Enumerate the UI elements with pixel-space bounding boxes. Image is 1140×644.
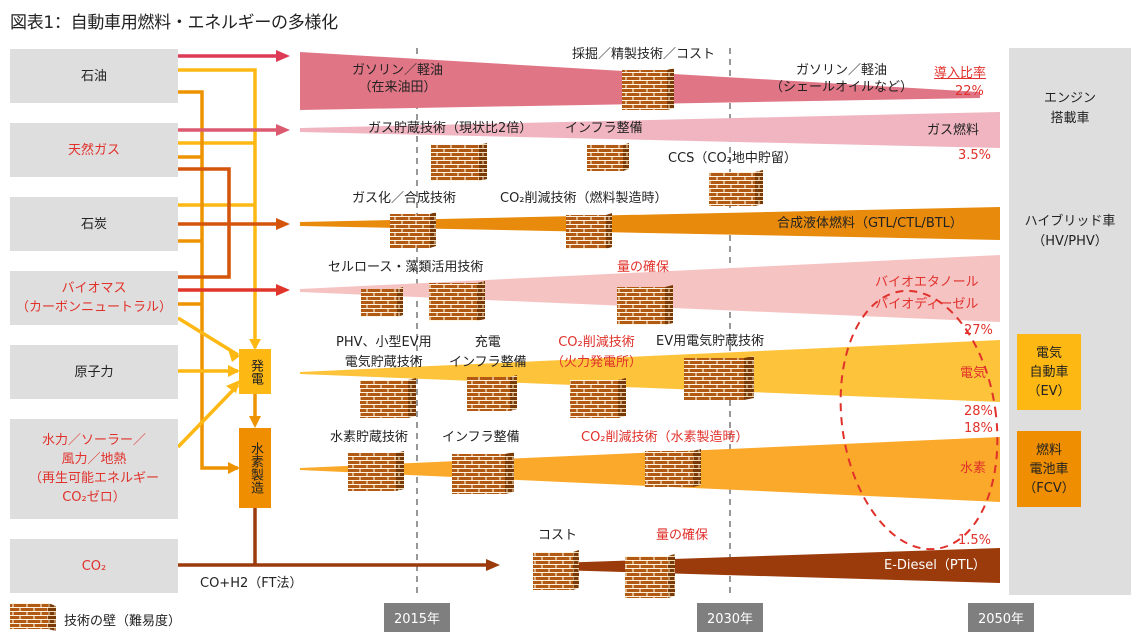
barrier-label-gas-infra: インフラ整備 bbox=[565, 121, 643, 136]
fuel-label-gasoline-conventional: ガソリン／軽油 （在来油田） bbox=[352, 63, 444, 95]
share-electric: 28% bbox=[964, 404, 993, 419]
process-hydrogen-production: 水素製造 bbox=[239, 428, 271, 508]
barrier-label-h2-infra: インフラ整備 bbox=[442, 430, 520, 445]
arrow-head bbox=[226, 380, 240, 393]
barrier-label-mining: 採掘／精製技術／コスト bbox=[572, 47, 716, 62]
arrow-head bbox=[276, 50, 290, 62]
share-petroleum: 22% bbox=[955, 84, 984, 99]
barrier-label-gas-storage: ガス貯蔵技術（現状比2倍） bbox=[368, 121, 533, 136]
legend-label: 技術の壁（難易度） bbox=[64, 614, 182, 629]
brick-wall-icon bbox=[467, 375, 517, 411]
brick-wall-icon bbox=[429, 281, 485, 321]
barrier-label-cost: コスト bbox=[538, 528, 578, 543]
share-bio: 27% bbox=[964, 323, 993, 338]
barrier-label-phv-storage: PHV、小型EV用 電気貯蔵技術 bbox=[336, 335, 432, 370]
arrow-head bbox=[276, 218, 290, 230]
brick-wall-icon bbox=[622, 68, 674, 110]
band-synthetic bbox=[300, 207, 1000, 240]
barrier-label-cellulose: セルロース・藻類活用技術 bbox=[328, 260, 484, 275]
page-title: 図表1：自動車用燃料・エネルギーの多様化 bbox=[10, 13, 338, 33]
vehicle-hybrid: ハイブリッド車 （HV/PHV） bbox=[1024, 214, 1116, 249]
fuel-label-synthetic: 合成液体燃料（GTL/CTL/BTL） bbox=[777, 216, 963, 231]
arrow-head bbox=[228, 349, 240, 362]
share-header: 導入比率 bbox=[934, 66, 987, 81]
brick-wall-icon bbox=[10, 603, 56, 631]
barrier-label-ev-storage: EV用電気貯蔵技術 bbox=[656, 334, 765, 349]
arrow-head bbox=[249, 416, 261, 428]
vehicle-ev: 電気 自動車 （EV） bbox=[1017, 334, 1081, 410]
source-nuclear: 原子力 bbox=[10, 345, 178, 399]
arrow-head bbox=[276, 124, 290, 136]
barrier-label-co2-fuel: CO₂削減技術（燃料製造時） bbox=[500, 191, 668, 206]
source-natural-gas: 天然ガス bbox=[10, 123, 178, 177]
brick-wall-icon bbox=[645, 449, 701, 487]
brick-wall-icon bbox=[361, 287, 403, 317]
brick-wall-icon bbox=[566, 213, 612, 249]
barrier-label-ccs: CCS（CO₂地中貯留） bbox=[668, 151, 797, 166]
band-ediesel bbox=[555, 548, 1000, 583]
highlight-oval bbox=[839, 289, 999, 551]
fuel-label-gas: ガス燃料 bbox=[927, 123, 980, 138]
brick-wall-icon bbox=[360, 378, 416, 418]
arrow-head bbox=[276, 284, 290, 296]
process-power-generation: 発電 bbox=[239, 349, 271, 394]
source-renewable: 水力／ソーラー／ 風力／地熱 （再生可能エネルギー CO₂ゼロ） bbox=[10, 419, 178, 519]
share-hydrogen: 18% bbox=[964, 421, 993, 436]
ft-process-label: CO+H2（FT法） bbox=[200, 576, 303, 591]
barrier-label-gasification: ガス化／合成技術 bbox=[352, 191, 457, 206]
source-coal: 石炭 bbox=[10, 197, 178, 251]
fuel-label-electric: 電気 bbox=[960, 366, 987, 381]
band-gas-fuel bbox=[300, 112, 1000, 148]
year-2030: 2030年 bbox=[697, 603, 763, 632]
barrier-label-co2-power: CO₂削減技術 （火力発電所） bbox=[551, 335, 643, 370]
source-oil: 石油 bbox=[10, 49, 178, 103]
year-2050: 2050年 bbox=[968, 603, 1034, 632]
brick-wall-icon bbox=[587, 143, 629, 171]
share-ediesel: 1.5% bbox=[958, 533, 992, 548]
vehicle-fcv: 燃料 電池車 （FCV） bbox=[1017, 431, 1081, 507]
source-co2: CO₂ bbox=[10, 539, 178, 593]
brick-wall-icon bbox=[390, 212, 436, 248]
connector-yellow bbox=[176, 383, 240, 449]
barrier-label-charging: 充電 インフラ整備 bbox=[449, 335, 527, 370]
fuel-label-gasoline-shale: ガソリン／軽油 （シェールオイルなど） bbox=[770, 63, 914, 95]
brick-wall-icon bbox=[617, 285, 673, 325]
brick-wall-icon bbox=[709, 170, 763, 206]
source-biomass: バイオマス （カーボンニュートラル） bbox=[10, 271, 178, 325]
vehicle-engine: エンジン 搭載車 bbox=[1043, 91, 1096, 126]
barrier-label-bio-quantity: 量の確保 bbox=[617, 260, 670, 275]
brick-wall-icon bbox=[570, 378, 626, 418]
fuel-label-bio: バイオエタノール バイオディーゼル bbox=[875, 275, 979, 312]
brick-wall-icon bbox=[533, 550, 579, 590]
fuel-label-hydrogen: 水素 bbox=[960, 461, 987, 476]
connector-yellow bbox=[178, 68, 257, 348]
fuel-label-ediesel: E-Diesel（PTL） bbox=[884, 558, 986, 573]
share-gas: 3.5% bbox=[958, 148, 992, 163]
brick-wall-icon bbox=[625, 554, 675, 598]
connector-orange bbox=[178, 90, 238, 470]
barrier-label-ediesel-quantity: 量の確保 bbox=[656, 528, 709, 543]
brick-wall-icon bbox=[684, 356, 754, 400]
arrow-head bbox=[249, 339, 261, 350]
band-electric bbox=[300, 340, 1000, 402]
brick-wall-icon bbox=[452, 452, 514, 494]
year-2015: 2015年 bbox=[384, 603, 450, 632]
brick-wall-icon bbox=[348, 451, 404, 491]
connector-yellow bbox=[177, 316, 239, 357]
arrow-head bbox=[228, 462, 240, 474]
arrow-head bbox=[228, 365, 240, 377]
brick-wall-icon bbox=[431, 143, 487, 181]
arrow-head bbox=[486, 559, 500, 571]
barrier-label-co2-h2: CO₂削減技術（水素製造時） bbox=[581, 430, 749, 445]
barrier-label-h2-storage: 水素貯蔵技術 bbox=[330, 430, 409, 445]
